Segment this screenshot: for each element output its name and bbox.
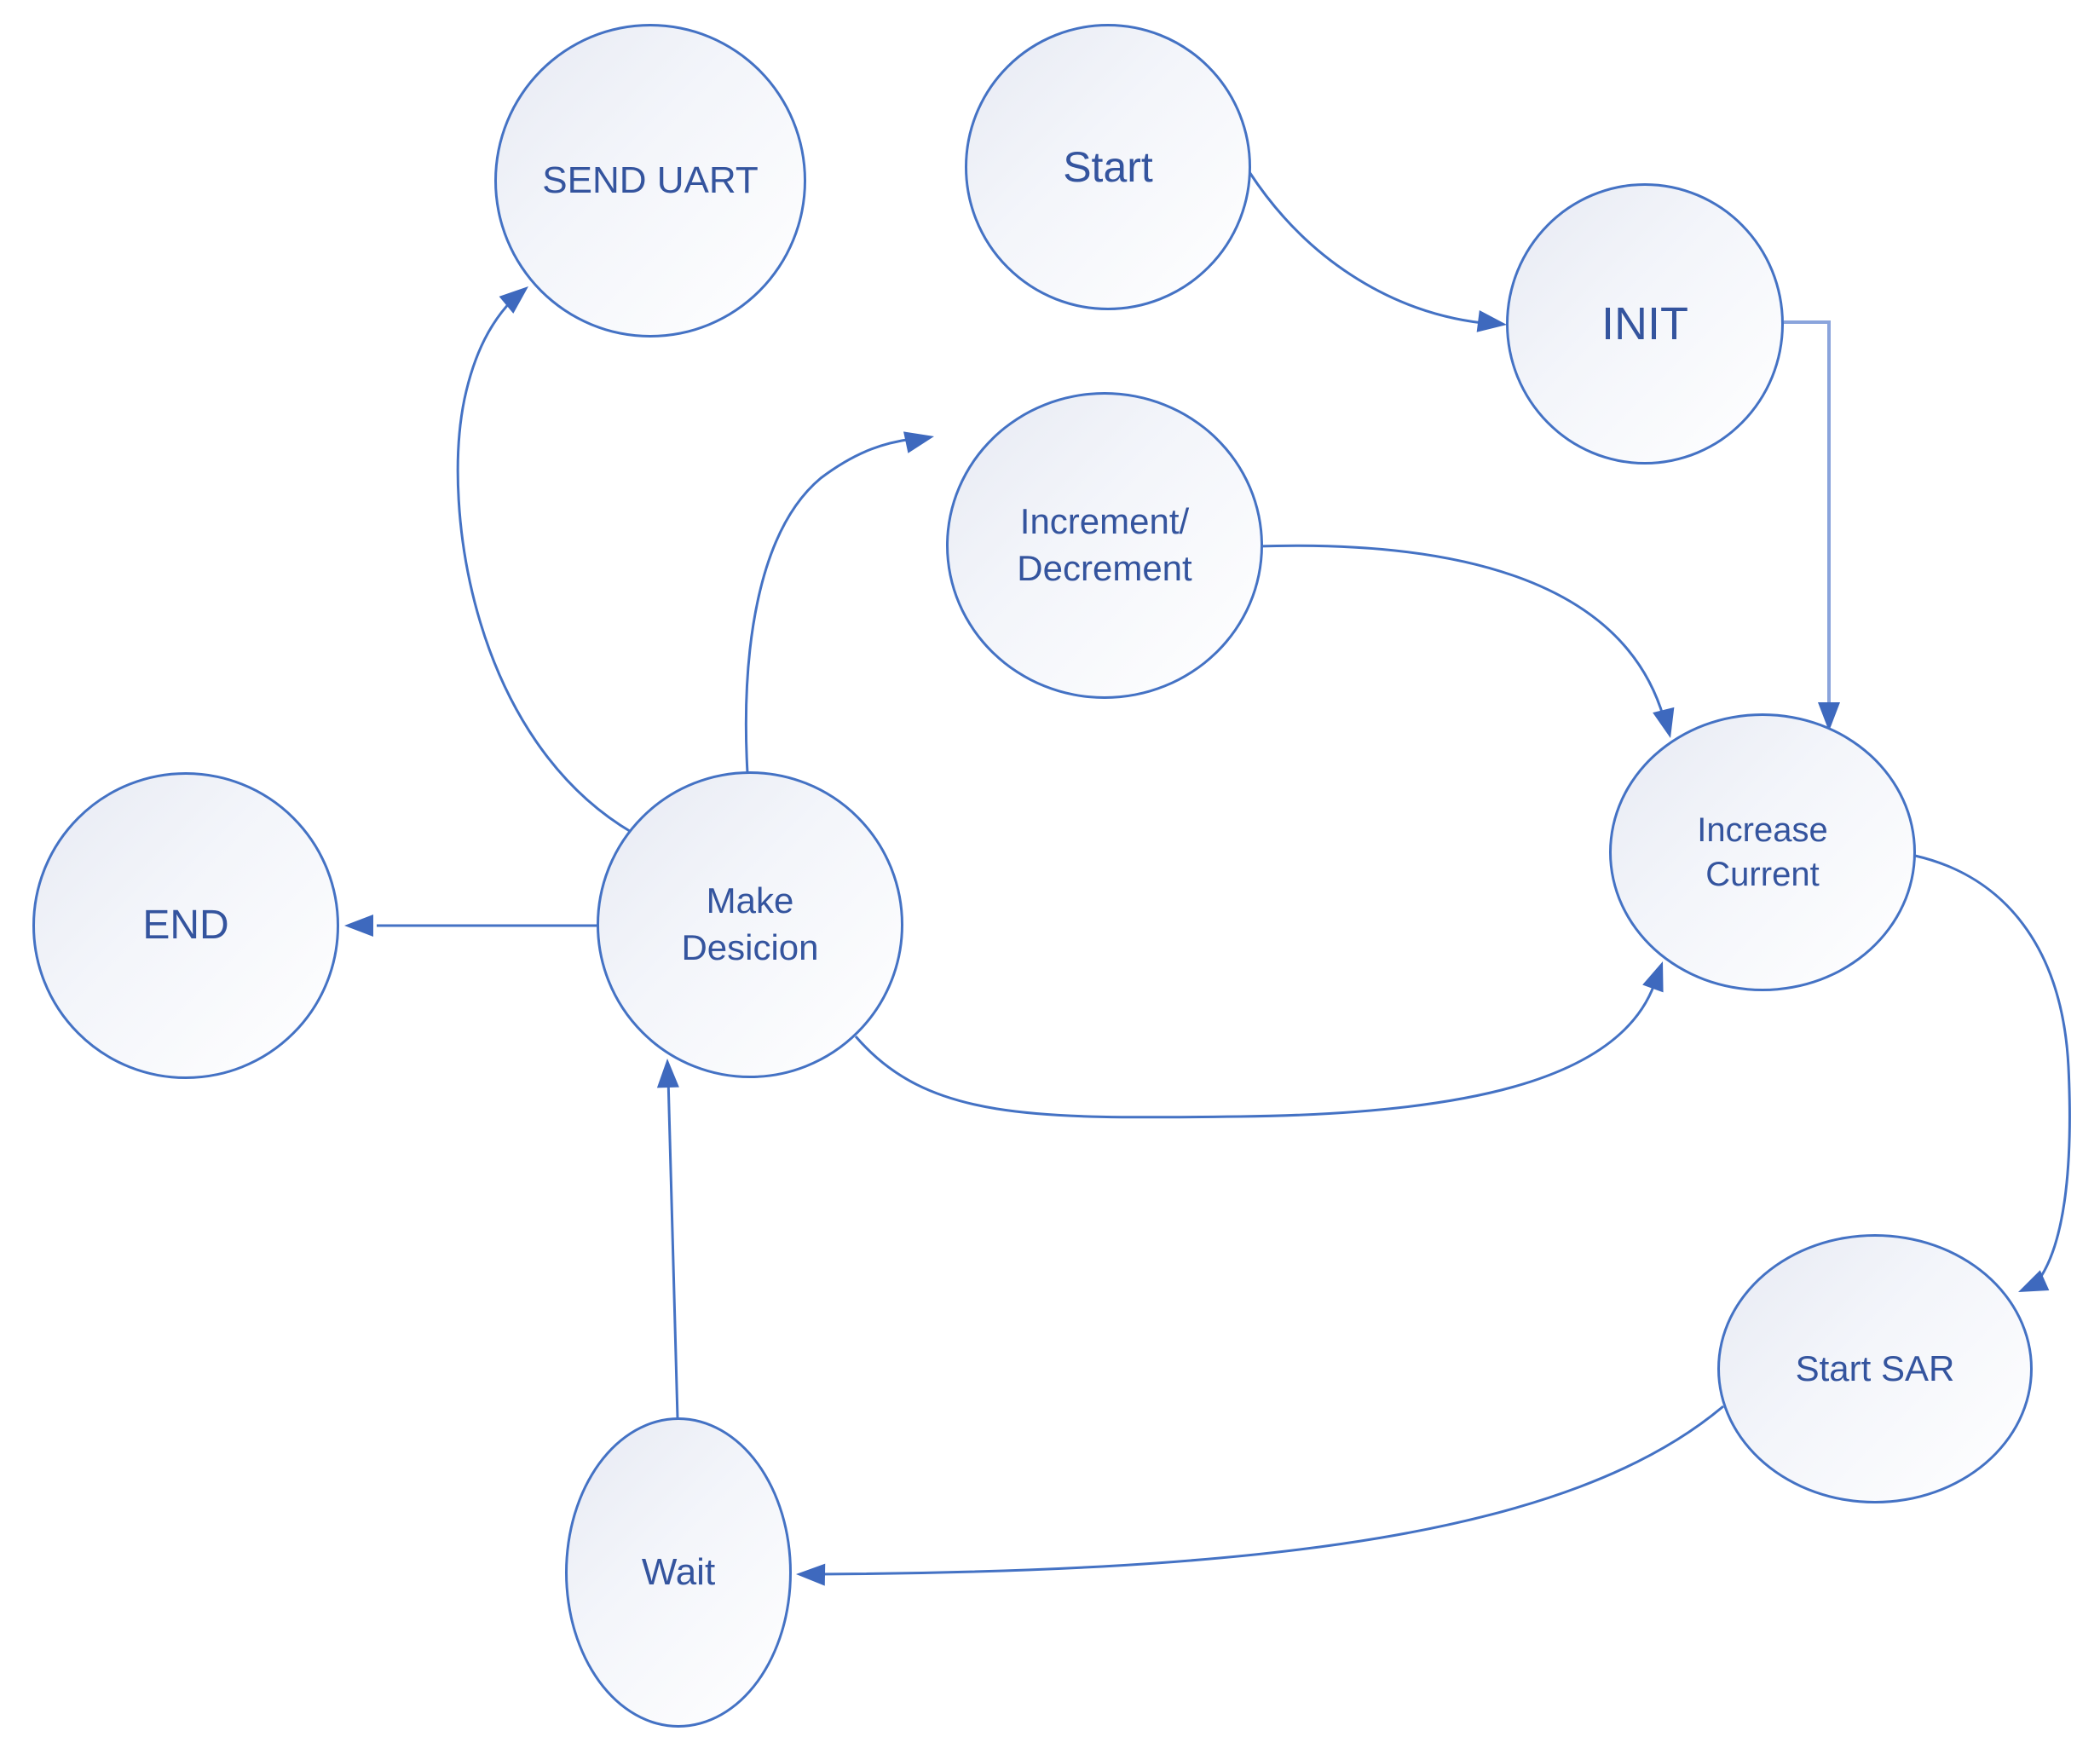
edge-make-decision-to-send-uart	[456, 298, 633, 834]
node-label: Start	[1063, 142, 1153, 191]
node-make-decision: Make Desicion	[597, 771, 903, 1078]
arrowhead-make-decision-to-send-uart	[499, 286, 528, 314]
arrowhead-wait-to-make-decision	[656, 1059, 679, 1088]
node-label: INIT	[1601, 297, 1688, 349]
node-label: Decrement	[1017, 548, 1192, 588]
edge-init-to-increase-current	[1784, 320, 1831, 707]
node-label: Current	[1705, 856, 1820, 893]
node-wait: Wait	[565, 1417, 792, 1728]
edge-make-decision-to-increment	[744, 437, 913, 774]
arrowhead-increase-current-to-start-sar	[2018, 1270, 2050, 1292]
node-send-uart: SEND UART	[494, 24, 806, 338]
edge-increment-to-increase-current	[1255, 544, 1665, 718]
node-label: Increase	[1697, 811, 1828, 849]
node-label: Make	[706, 880, 794, 921]
edge-wait-to-make-decision	[666, 1076, 679, 1419]
node-label: Increment/	[1019, 501, 1190, 542]
node-increase-current: Increase Current	[1609, 713, 1916, 991]
arrowhead-make-decision-to-increase-current	[1642, 961, 1664, 993]
node-start-sar: Start SAR	[1717, 1234, 2033, 1503]
node-start: Start	[965, 24, 1251, 310]
node-label: Start SAR	[1795, 1347, 1955, 1388]
edge-increase-current-to-start-sar	[1914, 854, 2071, 1281]
node-label: Desicion	[681, 927, 819, 967]
arrowhead-init-to-increase-current	[1818, 702, 1840, 731]
node-init: INIT	[1506, 183, 1784, 465]
node-end: END	[32, 772, 339, 1079]
arrowhead-start-sar-to-wait	[796, 1563, 826, 1586]
edge-make-decision-to-increase-current	[854, 984, 1656, 1119]
node-label: Wait	[641, 1551, 716, 1594]
edge-start-sar-to-wait	[817, 1405, 1724, 1576]
node-label: END	[142, 902, 229, 948]
arrowhead-increment-to-increase-current	[1653, 707, 1675, 738]
node-label: SEND UART	[542, 159, 759, 202]
edge-start-to-init	[1248, 171, 1484, 325]
arrowhead-make-decision-to-end	[344, 915, 373, 937]
arrowhead-start-to-init	[1476, 309, 1507, 332]
node-increment-decrement: Increment/ Decrement	[946, 392, 1263, 699]
arrowhead-make-decision-to-increment	[903, 431, 934, 453]
